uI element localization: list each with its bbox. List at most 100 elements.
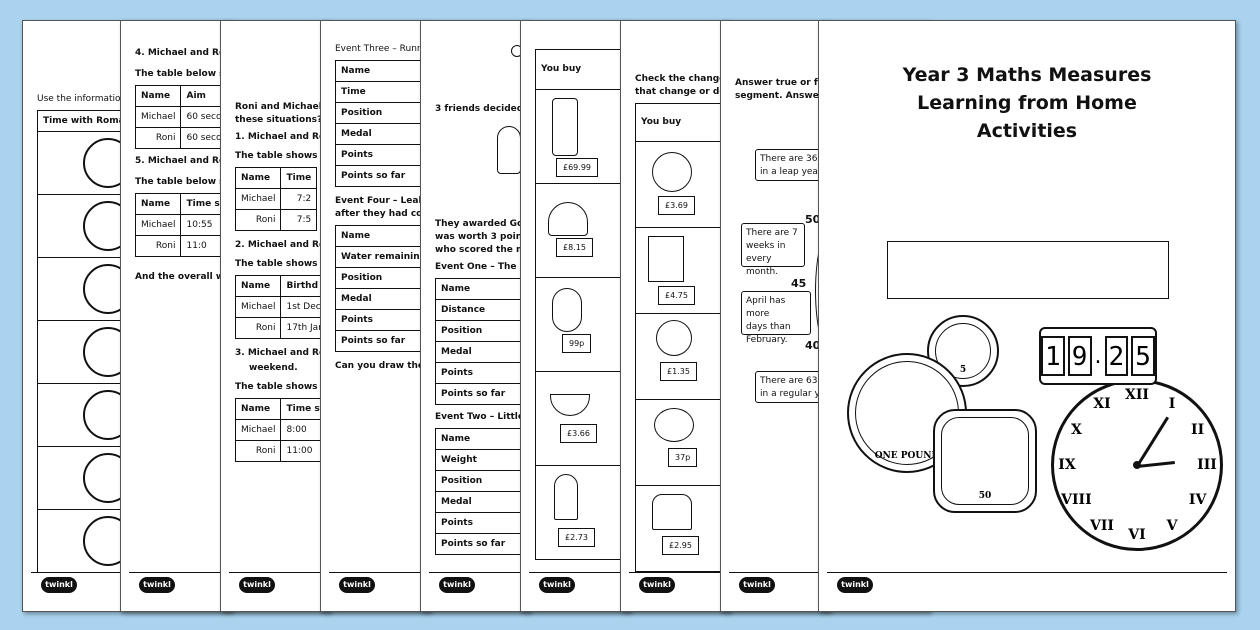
clock-numeral: IV	[1188, 492, 1207, 508]
cell: Michael	[134, 214, 182, 236]
price-tag: £2.73	[558, 528, 595, 547]
question-2: 2. Michael and Roni	[235, 240, 335, 250]
awarded-line-3: who scored the mos	[435, 245, 537, 255]
statement-text: weeks in every	[746, 241, 786, 264]
price-tag: 99p	[562, 334, 592, 353]
twinkl-logo: twinkl	[139, 577, 175, 593]
twinkl-logo: twinkl	[439, 577, 475, 593]
clock-numeral: II	[1191, 422, 1205, 438]
statement-text: There are 635	[760, 376, 824, 386]
question-4: 4. Michael and Ron	[135, 48, 232, 58]
sweets-icon	[552, 288, 582, 332]
coin-value: 5	[959, 365, 967, 375]
cell: Roni	[134, 127, 182, 149]
event-four-title: Event Four – Leaky	[335, 196, 431, 206]
col-header: Name	[234, 167, 282, 189]
price-tag: £4.75	[658, 286, 695, 305]
clock-numeral: V	[1166, 517, 1178, 534]
coin-value: 50	[978, 491, 992, 501]
clock-numeral: VIII	[1061, 492, 1092, 508]
twinkl-logo: twinkl	[339, 577, 375, 593]
question-1: 1. Michael and Roni	[235, 132, 335, 142]
twinkl-logo: twinkl	[539, 577, 575, 593]
clock-numeral: XI	[1093, 396, 1111, 413]
cauliflower-icon	[654, 408, 694, 442]
question-3-sub: weekend.	[249, 363, 298, 373]
cell: 7:5	[280, 209, 318, 231]
clock-numeral: III	[1197, 457, 1217, 473]
ice-cream-icon	[554, 474, 578, 520]
statement-text: month.	[746, 267, 779, 277]
cell: Michael	[234, 419, 282, 441]
name-box[interactable]	[887, 241, 1169, 299]
event-one-title: Event One – The Lo	[435, 262, 532, 272]
coin-value: ONE POUND	[874, 451, 940, 461]
sandwich-icon	[652, 494, 692, 530]
question-1-desc: The table shows wh	[235, 151, 336, 161]
question-3: 3. Michael and Roni	[235, 348, 335, 358]
cell: 11:00	[280, 440, 330, 462]
magazine-icon	[648, 236, 684, 282]
title-line: Learning from Home	[917, 92, 1137, 114]
statement-text: There are 366	[760, 154, 824, 164]
cake-icon	[548, 202, 588, 236]
twinkl-logo: twinkl	[837, 577, 873, 593]
football-icon	[652, 152, 692, 192]
price-tag: £3.66	[560, 424, 597, 443]
awarded-line-2: was worth 3 points	[435, 232, 532, 242]
statement-text: in a regular ye	[760, 389, 826, 399]
intro-line-1: Roni and Michael a	[235, 102, 332, 112]
intro-line-2: these situations?	[235, 115, 323, 125]
twinkl-logo: twinkl	[41, 577, 77, 593]
price-tag: £69.99	[556, 158, 598, 177]
title-line: Activities	[976, 120, 1078, 142]
intro-text: 3 friends decided to	[435, 104, 537, 114]
intro-line-2: segment. Answer all	[735, 91, 839, 101]
clock-numeral: VI	[1128, 527, 1146, 543]
cover-page: Year 3 Maths Measures Learning from Home…	[818, 20, 1236, 612]
col-header: Name	[134, 193, 182, 215]
title-line: Year 3 Maths Measures	[902, 64, 1152, 86]
intro-line-1: Answer true or false	[735, 78, 839, 88]
price-tag: £3.69	[658, 196, 695, 215]
oranges-icon	[656, 320, 692, 356]
statement-text: in a leap year.	[760, 167, 824, 177]
minute-hand	[1135, 416, 1170, 468]
price-tag: 37p	[668, 448, 698, 467]
clock-numeral: X	[1070, 422, 1082, 438]
digit-separator: .	[1094, 343, 1102, 369]
cell: 10:55	[180, 214, 226, 236]
digit: 5	[1131, 336, 1155, 376]
event-two-title: Event Two – Little F	[435, 412, 534, 422]
draw-prompt: Can you draw them	[335, 361, 434, 371]
hour-hand	[1136, 461, 1175, 468]
question-3-desc: The table shows wh	[235, 382, 336, 392]
intro-text: Use the information t	[37, 94, 133, 104]
cell: Roni	[234, 209, 282, 231]
number-label: 40	[805, 339, 821, 352]
col-header: Name	[234, 398, 282, 420]
question-5: 5. Michael and Roni	[135, 156, 235, 166]
statement-text: February.	[746, 335, 788, 345]
twinkl-logo: twinkl	[639, 577, 675, 593]
event-four-sub: after they had comp	[335, 209, 439, 219]
winner-text: And the overall win	[135, 272, 234, 282]
twinkl-logo: twinkl	[739, 577, 775, 593]
twinkl-logo: twinkl	[239, 577, 275, 593]
price-tag: £8.15	[556, 238, 593, 257]
digit: 9	[1067, 336, 1092, 376]
fifty-pence-coin: 50	[933, 409, 1037, 513]
number-label: 50	[805, 213, 821, 226]
cell: Michael	[134, 106, 182, 128]
col-header: Time	[280, 167, 318, 189]
intro-line-2: that change or do y	[635, 87, 735, 97]
statement-text: There are 7	[746, 228, 798, 238]
col-header: Name	[234, 275, 282, 297]
cell: 60 seco	[180, 127, 228, 149]
clock-numeral: VII	[1090, 517, 1114, 534]
